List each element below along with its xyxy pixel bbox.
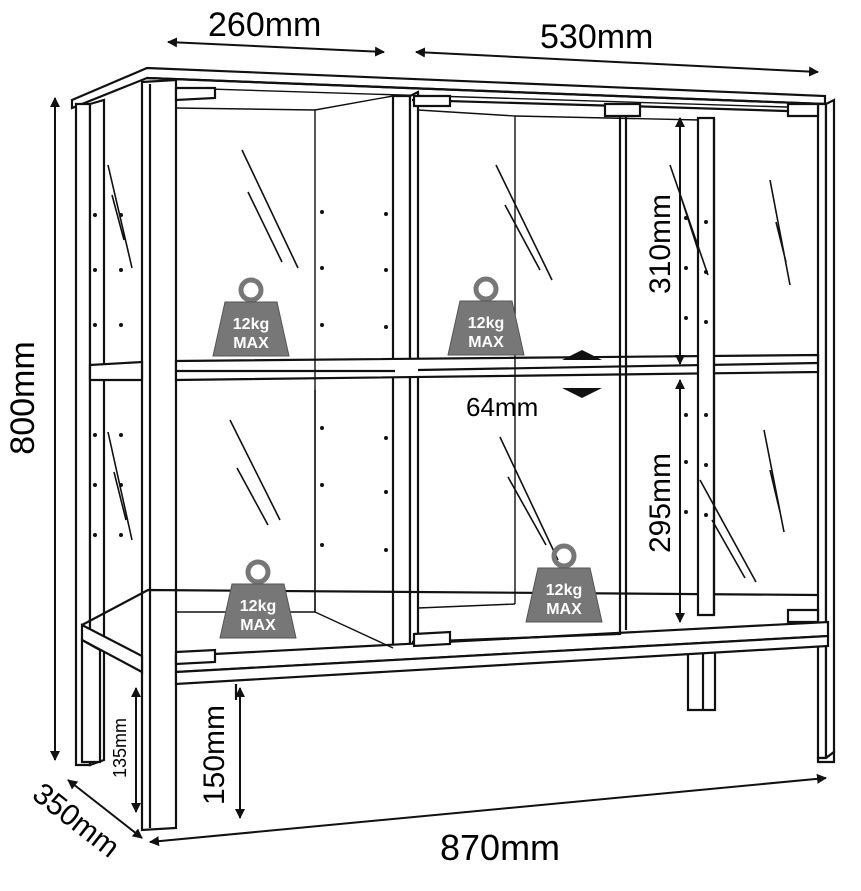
weight-label-3b: MAX [240, 617, 276, 634]
dim-upper-compartment: 310mm [644, 194, 677, 294]
weight-label-2b: MAX [468, 334, 504, 351]
weight-label-2a: 12kg [468, 315, 504, 332]
dim-total-width: 870mm [440, 827, 560, 868]
dim-left-width: 260mm [208, 6, 321, 44]
dim-shelf-adjust: 64mm [466, 392, 538, 422]
weight-label-4b: MAX [546, 601, 582, 618]
weight-badge-1: 12kg MAX [213, 280, 289, 356]
dim-leg-height: 150mm [198, 705, 231, 805]
weight-label-3a: 12kg [240, 598, 276, 615]
weight-badge-2: 12kg MAX [448, 279, 524, 355]
weight-badge-4: 12kg MAX [526, 546, 602, 622]
cabinet-body [70, 66, 836, 832]
weight-label-1a: 12kg [233, 316, 269, 333]
weight-badge-3: 12kg MAX [220, 562, 296, 638]
dim-lower-compartment: 295mm [644, 453, 677, 553]
glass-reflections [107, 149, 791, 583]
weight-label-1b: MAX [233, 335, 269, 352]
weight-label-4a: 12kg [546, 582, 582, 599]
dim-total-height: 800mm [4, 341, 42, 454]
dim-depth: 350mm [26, 777, 125, 865]
dim-leg-side: 135mm [110, 718, 130, 778]
dimension-arrows [50, 37, 827, 847]
dim-right-width: 530mm [540, 18, 653, 56]
